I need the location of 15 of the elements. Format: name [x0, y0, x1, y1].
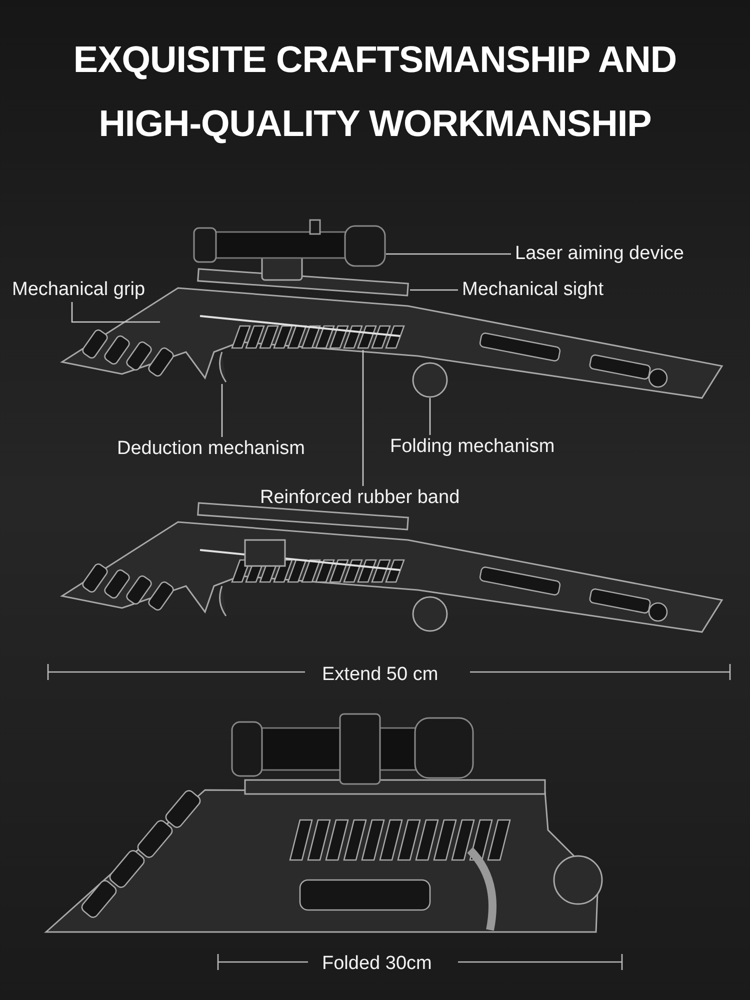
leader-line [362, 350, 364, 486]
leader-line [410, 289, 458, 291]
leader-line [429, 398, 431, 435]
title: EXQUISITE CRAFTSMANSHIP AND HIGH-QUALITY WORKMANSHIP [72, 38, 678, 146]
part-label: Mechanical grip [12, 278, 146, 302]
leader-line [71, 302, 160, 323]
part-label: Deduction mechanism [117, 437, 305, 461]
part-label: Laser aiming device [515, 242, 684, 266]
leader-line [221, 384, 223, 437]
dimension-label: Folded 30cm [322, 952, 432, 976]
dimension-label: Extend 50 cm [322, 663, 438, 687]
part-label: Mechanical sight [462, 278, 604, 302]
part-label: Reinforced rubber band [260, 486, 460, 510]
leader-line [386, 253, 511, 255]
part-label: Folding mechanism [390, 435, 555, 459]
